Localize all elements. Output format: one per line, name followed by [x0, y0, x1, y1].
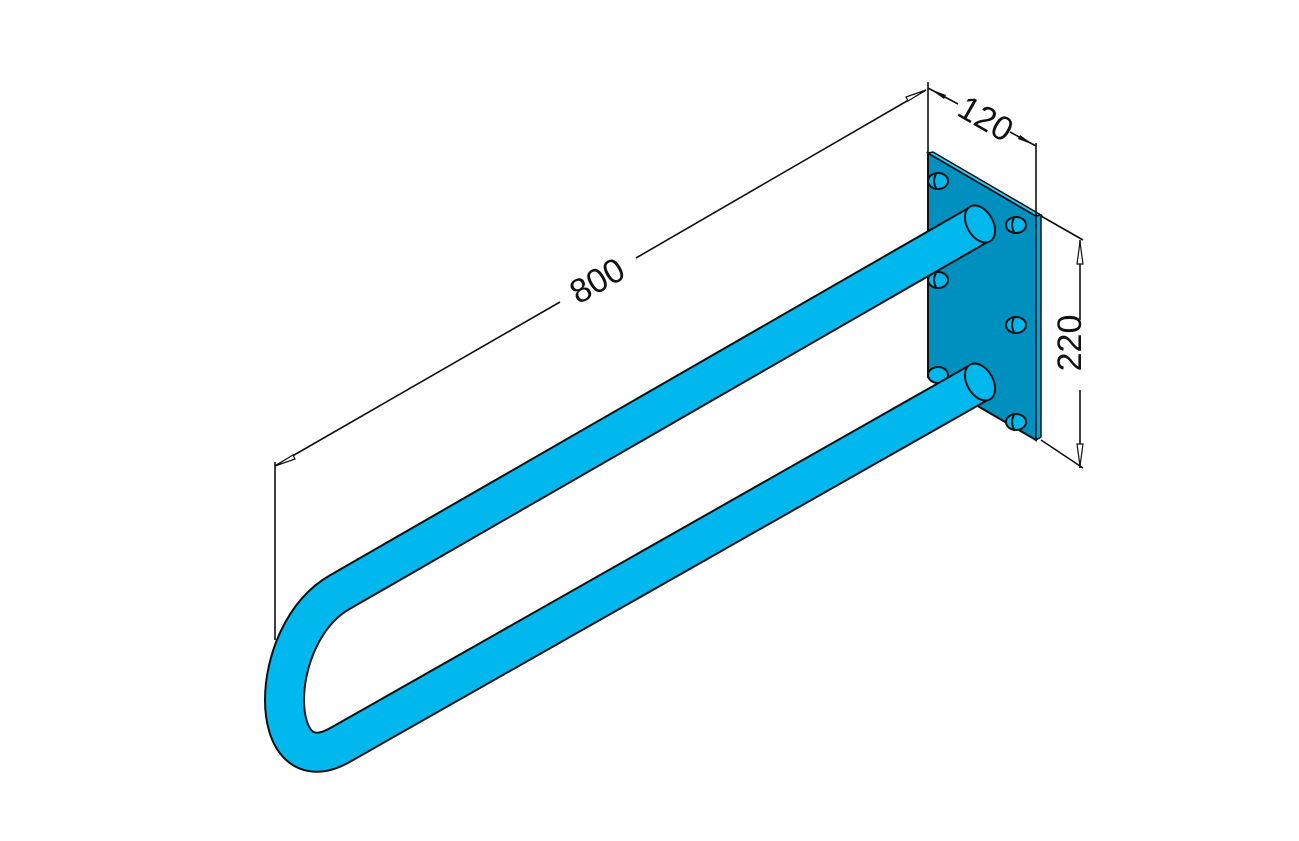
- bolt-icon: [1005, 316, 1027, 334]
- bolt-icon: [1005, 413, 1027, 431]
- bolt-icon: [927, 271, 949, 289]
- u-shaped-tube: [264, 204, 997, 773]
- dimension-label-length: 800: [563, 250, 631, 311]
- dimension-label-depth: 120: [951, 88, 1019, 149]
- bolt-icon: [927, 172, 949, 190]
- dimension-height: 220: [1040, 215, 1089, 469]
- bolt-heads: [927, 172, 1027, 431]
- bolt-icon: [1005, 216, 1027, 234]
- dimension-label-height: 220: [1051, 315, 1089, 372]
